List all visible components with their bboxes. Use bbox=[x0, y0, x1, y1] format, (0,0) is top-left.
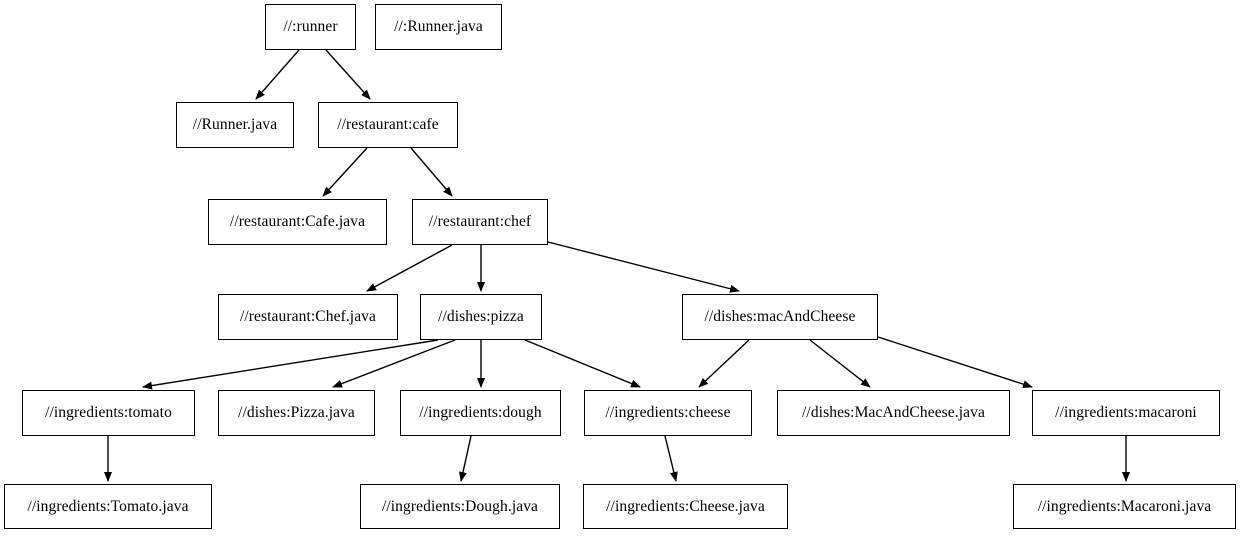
graph-node-runner-java[interactable]: //Runner.java bbox=[176, 102, 294, 148]
graph-node-label: //dishes:MacAndCheese.java bbox=[802, 404, 985, 422]
graph-node-root-runner-java[interactable]: //:Runner.java bbox=[375, 4, 502, 50]
graph-node-label: //dishes:macAndCheese bbox=[704, 308, 856, 326]
graph-node-label: //ingredients:macaroni bbox=[1055, 404, 1197, 422]
graph-node-dishes-macandcheese-java[interactable]: //dishes:MacAndCheese.java bbox=[777, 390, 1010, 436]
graph-node-dishes-pizza[interactable]: //dishes:pizza bbox=[420, 294, 542, 340]
graph-node-label: //restaurant:cafe bbox=[337, 116, 439, 134]
graph-node-dishes-pizza-java[interactable]: //dishes:Pizza.java bbox=[218, 390, 375, 436]
graph-node-label: //:Runner.java bbox=[394, 18, 483, 36]
graph-node-label: //ingredients:Dough.java bbox=[381, 497, 539, 515]
graph-node-restaurant-chef-java[interactable]: //restaurant:Chef.java bbox=[218, 294, 398, 340]
graph-node-dishes-macandcheese[interactable]: //dishes:macAndCheese bbox=[682, 294, 878, 340]
graph-node-ingredients-macaroni[interactable]: //ingredients:macaroni bbox=[1032, 390, 1220, 436]
graph-node-label: //dishes:pizza bbox=[438, 308, 524, 326]
graph-node-ingredients-tomato-java[interactable]: //ingredients:Tomato.java bbox=[4, 484, 212, 529]
graph-node-label: //ingredients:Macaroni.java bbox=[1037, 497, 1212, 515]
graph-node-label: //ingredients:Tomato.java bbox=[27, 497, 189, 515]
graph-node-ingredients-tomato[interactable]: //ingredients:tomato bbox=[22, 390, 195, 436]
graph-node-ingredients-dough[interactable]: //ingredients:dough bbox=[400, 390, 561, 436]
graph-node-label: //ingredients:cheese bbox=[605, 404, 731, 422]
graph-node-label: //:runner bbox=[283, 18, 338, 36]
graph-node-label: //ingredients:tomato bbox=[45, 404, 172, 422]
graph-node-restaurant-cafe-java[interactable]: //restaurant:Cafe.java bbox=[208, 199, 387, 245]
graph-node-ingredients-macaroni-java[interactable]: //ingredients:Macaroni.java bbox=[1013, 484, 1236, 529]
graph-node-runner[interactable]: //:runner bbox=[265, 4, 356, 50]
graph-node-restaurant-cafe[interactable]: //restaurant:cafe bbox=[318, 102, 458, 148]
graph-node-ingredients-cheese[interactable]: //ingredients:cheese bbox=[584, 390, 752, 436]
graph-node-label: //ingredients:dough bbox=[419, 404, 542, 422]
graph-node-label: //Runner.java bbox=[192, 116, 278, 134]
graph-node-label: //restaurant:Chef.java bbox=[239, 308, 377, 326]
graph-node-restaurant-chef[interactable]: //restaurant:chef bbox=[412, 199, 548, 245]
graph-node-ingredients-cheese-java[interactable]: //ingredients:Cheese.java bbox=[583, 484, 788, 529]
graph-node-label: //dishes:Pizza.java bbox=[238, 404, 355, 422]
graph-node-label: //ingredients:Cheese.java bbox=[606, 497, 765, 515]
graph-node-label: //restaurant:Cafe.java bbox=[229, 213, 366, 231]
graph-node-ingredients-dough-java[interactable]: //ingredients:Dough.java bbox=[360, 484, 560, 529]
graph-node-label: //restaurant:chef bbox=[428, 213, 532, 231]
